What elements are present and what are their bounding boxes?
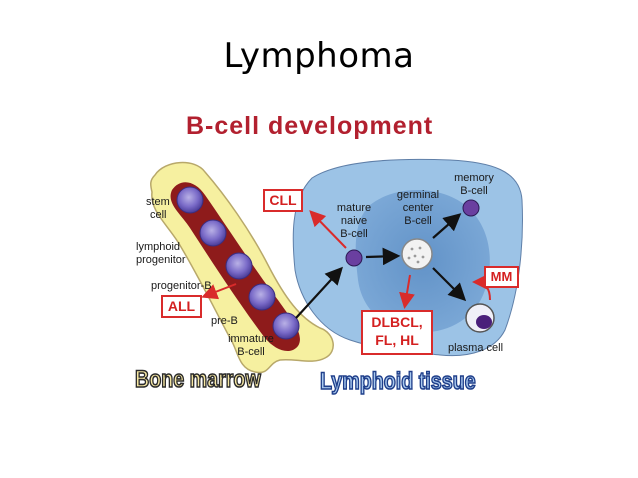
germinal-center-b-cell-icon — [401, 238, 433, 270]
label-pre-b: pre-B — [211, 315, 238, 327]
plasma-cell-nucleus — [476, 315, 492, 329]
slide-title: Lymphoma — [223, 36, 415, 76]
arrow-germinal-to-memory — [432, 213, 462, 239]
arrow-germinal-to-dlbcl — [399, 274, 415, 309]
cll-box: CLL — [263, 189, 303, 212]
label-immature-2: B-cell — [237, 346, 265, 358]
dlbcl-box: DLBCL, FL, HL — [361, 310, 433, 355]
all-box: ALL — [161, 295, 202, 318]
stem-cell-icon — [176, 186, 204, 214]
arrow-germinal-to-plasma — [432, 267, 467, 302]
progenitor-b-cell-icon — [225, 252, 253, 280]
label-memory-1: memory — [454, 172, 494, 184]
label-stem-cell-1: stem — [146, 196, 170, 208]
mm-box: MM — [484, 266, 519, 288]
marrow-cells — [176, 186, 300, 340]
label-progenitor-b: progenitor-B — [151, 280, 212, 292]
mature-naive-b-cell-icon — [345, 249, 363, 267]
label-plasma-cell: plasma cell — [448, 342, 504, 354]
immature-b-cell-icon — [272, 312, 300, 340]
diagram-title: B-cell development — [186, 112, 434, 140]
germinal-cell-texture — [407, 246, 425, 264]
label-lymphoid-1: lymphoid — [136, 241, 181, 253]
label-mature-1: mature — [336, 202, 372, 214]
caption-bone-marrow: Bone marrow — [134, 365, 261, 394]
lymphoid-progenitor-cell-icon — [199, 219, 227, 247]
label-stem-cell-2: cell — [150, 209, 167, 221]
arrow-naive-to-germinal — [365, 247, 401, 266]
dlbcl-line-1: DLBCL, — [371, 314, 423, 330]
memory-b-cell-icon — [462, 199, 480, 217]
arrow-marrow-to-tissue — [295, 266, 343, 319]
label-immature-1: immature — [228, 333, 274, 345]
label-mature-3: B-cell — [340, 228, 368, 240]
caption-lymphoid-tissue: Lymphoid tissue — [319, 367, 476, 396]
pre-b-cell-icon — [248, 283, 276, 311]
label-mature-2: naive — [340, 215, 368, 227]
label-germinal-1: germinal — [396, 189, 440, 201]
label-germinal-3: B-cell — [404, 215, 432, 227]
label-lymphoid-2: progenitor — [136, 254, 186, 266]
label-memory-2: B-cell — [460, 185, 488, 197]
arrow-naive-to-cll — [309, 210, 347, 249]
dlbcl-line-2: FL, HL — [375, 332, 419, 348]
label-germinal-2: center — [402, 202, 434, 214]
arrow-progenitor-to-all — [201, 283, 237, 300]
